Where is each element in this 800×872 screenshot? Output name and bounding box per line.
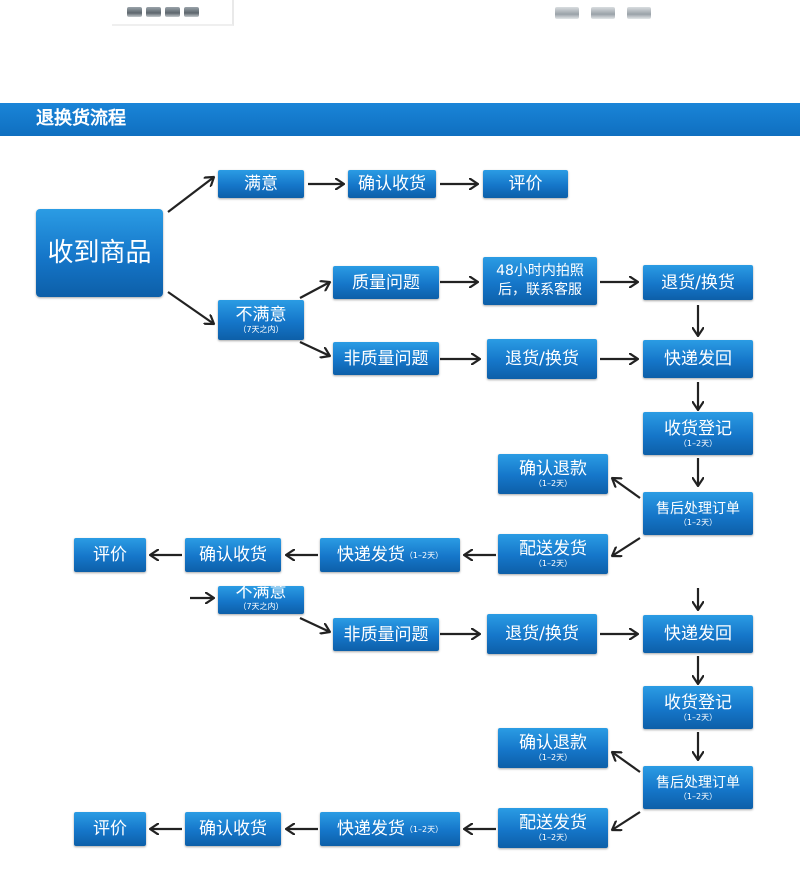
node-unsatisfied: 不满意 （7天之内） [218,300,304,340]
product-thumb [165,7,180,17]
arrow [612,537,641,556]
node-return-exchange-2: 退货/换货 [487,339,597,379]
node-sublabel: （1–2天） [678,438,718,448]
product-thumb [184,7,199,17]
product-thumb [146,7,161,17]
node-non-quality-issue-2: 非质量问题 [333,618,439,651]
node-receipt-register-2: 收货登记 （1–2天） [643,686,753,729]
arrow [167,291,214,324]
node-label: 非质量问题 [343,348,429,369]
node-label: 确认收货 [358,174,426,194]
node-sublabel: （1–2天） [404,550,444,560]
arrow [299,341,330,356]
node-label: 售后处理订单 [656,774,740,791]
node-express-ship: 快递发货 （1–2天） [320,538,460,572]
node-unsatisfied-2: 不满意 （7天之内） [218,586,304,614]
node-confirm-receipt: 确认收货 [348,170,436,198]
node-label: 售后处理订单 [656,500,740,517]
node-label: 收货登记 [664,418,732,439]
node-label: 满意 [244,174,278,194]
node-after-sales-2: 售后处理订单 （1–2天） [643,766,753,809]
node-return-exchange-3: 退货/换货 [487,614,597,654]
node-label: 48小时内拍照后，联系客服 [496,263,584,298]
product-thumbnails-right [555,0,651,26]
node-label: 不满意 [235,305,287,325]
arrow [167,177,214,213]
node-sublabel: （7天之内） [238,325,284,334]
product-thumb [555,7,579,19]
node-sublabel: （1–2天） [533,479,573,488]
node-quality-issue: 质量问题 [333,266,439,299]
node-photo-contact: 48小时内拍照后，联系客服 [483,257,597,305]
node-sublabel: （1–2天） [678,712,718,722]
node-sublabel: （1–2天） [678,517,718,527]
node-confirm-receipt-3: 确认收货 [185,812,281,846]
node-review-2: 评价 [74,538,146,572]
node-sublabel: （1–2天） [678,791,718,801]
node-label: 快递发回 [664,624,732,644]
node-sublabel: （1–2天） [404,824,444,834]
section-header-bar [0,103,800,136]
node-label: 配送发货 [519,539,587,559]
node-express-return-2: 快递发回 [643,615,753,653]
node-label: 非质量问题 [343,624,429,645]
node-sublabel: （7天之内） [238,602,284,611]
node-receive: 收到商品 [36,209,163,297]
node-label: 评价 [93,819,127,839]
node-after-sales: 售后处理订单 （1–2天） [643,492,753,535]
node-label: 不满意 [235,586,287,602]
arrow [612,752,641,773]
arrow [299,617,330,632]
node-express-return: 快递发回 [643,340,753,378]
node-label: 确认收货 [199,819,267,839]
node-label: 收货登记 [664,692,732,713]
product-thumbnails-left [112,0,234,26]
node-label: 确认退款 [519,733,587,753]
node-confirm-refund-2: 确认退款 （1–2天） [498,728,608,768]
node-label: 快递发回 [664,349,732,369]
node-sublabel: （1–2天） [533,559,573,568]
arrow [612,478,641,499]
node-sublabel: （1–2天） [533,833,573,842]
node-label: 退货/换货 [505,349,579,369]
node-review: 评价 [483,170,568,198]
product-thumb [627,7,651,19]
node-receipt-register: 收货登记 （1–2天） [643,412,753,455]
node-label: 配送发货 [519,813,587,833]
node-confirm-refund: 确认退款 （1–2天） [498,454,608,494]
node-label: 确认退款 [519,459,587,479]
arrow [299,282,330,299]
node-label: 确认收货 [199,545,267,565]
node-express-ship-2: 快递发货 （1–2天） [320,812,460,846]
product-thumb [127,7,142,17]
node-satisfied: 满意 [218,170,304,198]
node-dispatch: 配送发货 （1–2天） [498,534,608,574]
node-sublabel: （1–2天） [533,753,573,762]
node-label: 退货/换货 [505,624,579,644]
product-thumb [591,7,615,19]
node-label: 退货/换货 [661,272,735,293]
node-review-3: 评价 [74,812,146,846]
node-label: 收到商品 [47,238,152,268]
node-confirm-receipt-2: 确认收货 [185,538,281,572]
node-return-exchange-1: 退货/换货 [643,265,753,300]
arrow [612,811,641,830]
node-label: 快递发货 [336,545,405,565]
node-non-quality-issue: 非质量问题 [333,342,439,375]
node-label: 评价 [508,174,543,194]
node-label: 质量问题 [352,272,420,293]
node-label: 评价 [93,545,127,565]
node-dispatch-2: 配送发货 （1–2天） [498,808,608,848]
node-label: 快递发货 [336,819,405,839]
section-title: 退换货流程 [36,108,126,129]
